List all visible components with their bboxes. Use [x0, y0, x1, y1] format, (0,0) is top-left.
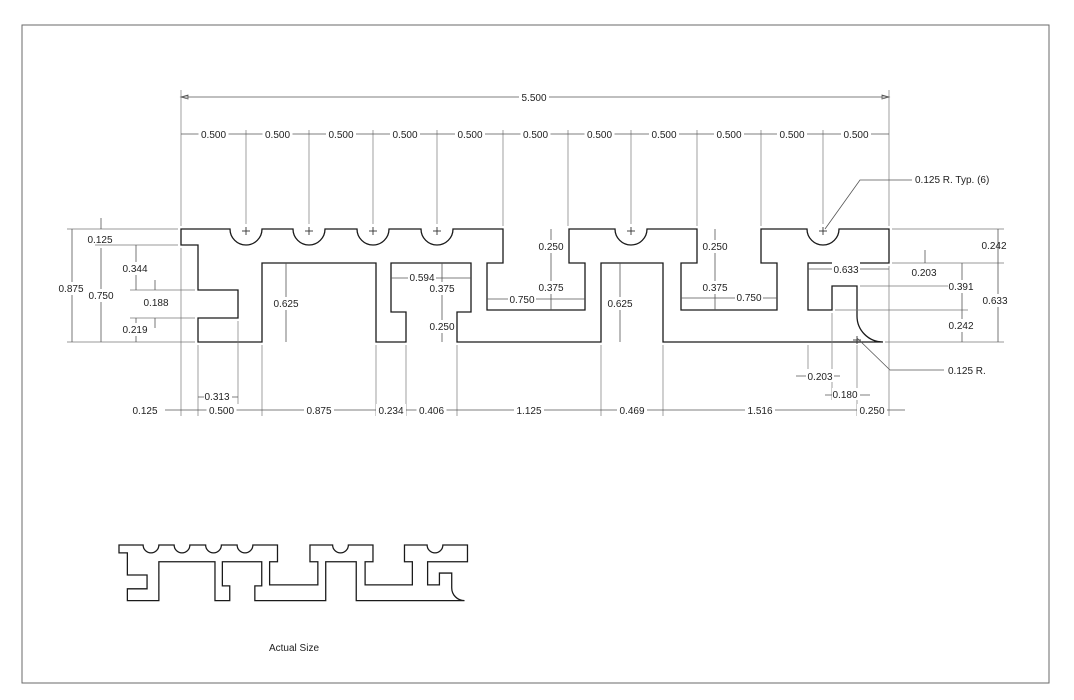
dim-top-step: 0.125 — [87, 235, 112, 246]
bottom-small-dimensions: 0.313 0.203 0.180 — [197, 313, 870, 416]
dim-chain-label: 0.125 — [132, 406, 157, 417]
dim-pitch-label: 0.500 — [651, 130, 676, 141]
dim-pitch-label: 0.500 — [201, 130, 226, 141]
dim-box-width: 0.594 — [409, 273, 434, 284]
dim-lower: 0.219 — [122, 325, 147, 336]
dim-pitch-label: 0.500 — [392, 130, 417, 141]
actual-size-caption: Actual Size — [269, 643, 319, 654]
dim-upper: 0.344 — [122, 264, 147, 275]
dim-chain-label: 0.469 — [619, 406, 644, 417]
part-outline — [180, 228, 890, 343]
top-dimensions: 5.500 0.500 0.500 0.500 0.500 0.500 0.500 0.50… — [179, 90, 891, 226]
dim-chain-label: 0.250 — [859, 406, 884, 417]
dim-mid-depth-b: 0.250 — [702, 242, 727, 253]
dim-tab: 0.188 — [143, 298, 168, 309]
dim-pitch-label: 0.500 — [523, 130, 548, 141]
dim-right-overall: 0.633 — [982, 296, 1007, 307]
sheet-border — [21, 24, 1050, 684]
dim-slot1-depth: 0.625 — [273, 299, 298, 310]
dim-box-height: 0.375 — [429, 284, 454, 295]
dim-hook-depth: 0.391 — [948, 282, 973, 293]
dim-overall-height: 0.875 — [58, 284, 83, 295]
dim-pitch-label: 0.500 — [328, 130, 353, 141]
right-dimensions: 0.242 0.633 0.633 0.203 0.391 0.242 — [808, 228, 1012, 343]
dim-chain-label: 1.516 — [747, 406, 772, 417]
dim-pitch-label: 0.500 — [457, 130, 482, 141]
dim-offset: 0.180 — [832, 390, 857, 401]
arc-center-marks — [242, 227, 861, 344]
dim-chain-label: 0.234 — [378, 406, 403, 417]
dim-chain-label: 1.125 — [516, 406, 541, 417]
dim-pitch-label: 0.500 — [587, 130, 612, 141]
dim-pitch-label: 0.500 — [843, 130, 868, 141]
dim-hook-gap: 0.203 — [911, 268, 936, 279]
left-dimensions: 0.875 0.125 0.750 0.344 0.188 0.219 — [58, 218, 195, 343]
dim-mid-depth-a: 0.250 — [538, 242, 563, 253]
dim-chain-label: 0.875 — [306, 406, 331, 417]
dim-neck-height: 0.250 — [429, 322, 454, 333]
radius-notes: 0.125 R. Typ. (6) 0.125 R. — [824, 175, 989, 377]
dim-hook-width: 0.633 — [833, 265, 858, 276]
dim-tab-length: 0.313 — [204, 392, 229, 403]
dim-pitch-label: 0.500 — [716, 130, 741, 141]
actual-size-outline — [118, 544, 469, 602]
dim-mid-width-b: 0.750 — [736, 293, 761, 304]
interior-dimensions: 0.625 0.594 0.375 0.250 0.250 0.375 0.75… — [272, 229, 777, 342]
bottom-chain-dimensions: 0.125 0.500 0.875 0.234 0.406 1.125 0.469 1.516… — [130, 248, 905, 417]
dim-right-top: 0.242 — [981, 241, 1006, 252]
dim-body-height: 0.750 — [88, 291, 113, 302]
dim-chain-label: 0.500 — [209, 406, 234, 417]
dim-overall-length: 5.500 — [521, 93, 546, 104]
dim-pitch-label: 0.500 — [265, 130, 290, 141]
dim-mid-height-b: 0.375 — [702, 283, 727, 294]
dim-wall: 0.203 — [807, 372, 832, 383]
actual-size-view — [118, 544, 469, 602]
dim-right-bottom: 0.242 — [948, 321, 973, 332]
dim-mid-width-a: 0.750 — [509, 295, 534, 306]
note-radius: 0.125 R. — [948, 366, 986, 377]
dim-chain-label: 0.406 — [419, 406, 444, 417]
note-radius-typ: 0.125 R. Typ. (6) — [915, 175, 989, 186]
dim-mid-height-a: 0.375 — [538, 283, 563, 294]
dim-slot2-depth: 0.625 — [607, 299, 632, 310]
dim-pitch-label: 0.500 — [779, 130, 804, 141]
